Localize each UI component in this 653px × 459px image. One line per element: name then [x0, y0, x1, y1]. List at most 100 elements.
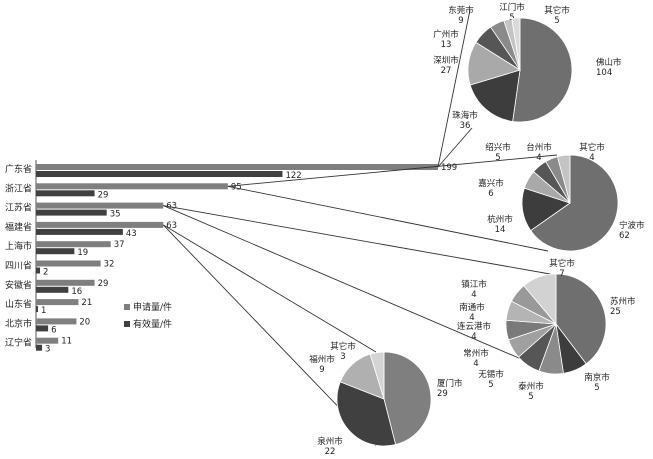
pie-value: 25 — [610, 307, 621, 317]
bar-apply-value: 95 — [231, 182, 242, 192]
pie-value: 4 — [589, 153, 594, 163]
pie-slice — [523, 273, 557, 326]
bar-valid-value: 35 — [110, 210, 121, 220]
bar-apply — [36, 337, 59, 344]
pie-value: 9 — [319, 365, 324, 375]
bar-valid — [36, 171, 283, 177]
pie-label: 苏州市 — [610, 296, 636, 307]
pie-value: 104 — [596, 68, 612, 78]
bar-apply — [36, 279, 95, 286]
pie-value: 4 — [473, 359, 478, 369]
bar-valid — [36, 209, 107, 216]
pie-value: 4 — [469, 313, 474, 323]
pie-value: 5 — [488, 380, 493, 390]
pie-value: 36 — [460, 121, 471, 131]
category-label: 广东省 — [5, 163, 32, 175]
legend-label: 申请量/件 — [133, 301, 172, 313]
pie-label: 江门市 — [499, 2, 525, 13]
pie-label: 其它市 — [549, 258, 575, 269]
bar-valid-value: 19 — [77, 248, 88, 258]
category-label: 山东省 — [5, 298, 32, 310]
category-label: 辽宁省 — [5, 337, 32, 349]
bar-apply-value: 37 — [114, 240, 125, 250]
bar-valid — [36, 325, 49, 332]
pie-value: 7 — [559, 269, 564, 279]
pie-value: 4 — [471, 290, 476, 300]
bar-valid — [36, 190, 95, 197]
pie-value: 5 — [554, 16, 559, 26]
bar-valid-value: 16 — [71, 287, 82, 297]
pie-label: 绍兴市 — [485, 142, 511, 153]
pie-value: 5 — [594, 383, 599, 393]
bar-valid-value: 2 — [43, 268, 48, 278]
pie-slice — [369, 351, 385, 400]
category-label: 四川省 — [5, 260, 32, 272]
pie-slice — [383, 351, 432, 446]
connector-line — [437, 9, 471, 168]
pie-label: 常州市 — [463, 348, 489, 359]
bar-apply — [36, 221, 164, 228]
pie-label: 连云港市 — [457, 321, 492, 332]
connector-line — [437, 127, 473, 168]
pie-label: 杭州市 — [487, 214, 513, 225]
bar-apply — [36, 318, 77, 325]
pie-label: 厦门市 — [437, 378, 463, 389]
pie-value: 5 — [495, 153, 500, 163]
pie-slice — [555, 273, 607, 365]
bar-apply — [36, 164, 438, 170]
pie-label: 其它市 — [330, 341, 356, 352]
bar-valid-value: 3 — [45, 345, 50, 355]
pie-label: 广州市 — [433, 29, 459, 40]
pie-label: 宁波市 — [619, 220, 645, 231]
pie-label: 无锡市 — [478, 369, 504, 380]
bar-valid-value: 122 — [285, 171, 301, 181]
bar-valid — [36, 306, 39, 313]
pie-label: 福州市 — [309, 354, 335, 365]
pie-value: 5 — [509, 13, 514, 23]
legend-label: 有效量/件 — [133, 318, 172, 330]
connector-line — [227, 185, 549, 252]
legend-swatch — [124, 321, 130, 327]
pie-value: 13 — [441, 40, 452, 50]
pie-value: 4 — [471, 332, 476, 342]
category-label: 江苏省 — [5, 202, 32, 214]
pie-label: 嘉兴市 — [478, 178, 504, 189]
bar-valid-value: 29 — [98, 190, 109, 200]
bar-apply — [36, 202, 164, 209]
pie-value: 5 — [528, 392, 533, 402]
pie-label: 其它市 — [579, 142, 605, 153]
bar-valid-value: 6 — [51, 325, 56, 335]
category-label: 上海市 — [5, 240, 32, 252]
pie-label: 镇江市 — [461, 279, 487, 290]
bar-apply — [36, 183, 228, 190]
pie-slice — [512, 17, 573, 123]
bar-valid — [36, 267, 41, 274]
pie-label: 南通市 — [459, 302, 485, 313]
pie-value: 27 — [441, 66, 452, 76]
pie-label: 泰州市 — [518, 381, 544, 392]
category-label: 安徽省 — [5, 279, 32, 291]
pie-value: 3 — [340, 352, 345, 362]
connector-line — [227, 154, 558, 187]
pie-value: 29 — [437, 389, 448, 399]
bar-apply-value: 21 — [81, 298, 92, 308]
bar-valid-value: 43 — [126, 229, 137, 239]
pie-label: 南京市 — [584, 372, 610, 383]
bar-apply — [36, 260, 101, 267]
pie-label: 佛山市 — [596, 57, 622, 68]
pie-value: 9 — [458, 16, 463, 26]
pie-slice — [530, 154, 619, 252]
connector-line — [163, 224, 377, 353]
category-label: 浙江省 — [5, 182, 32, 194]
bar-apply-value: 63 — [166, 221, 177, 231]
bar-valid — [36, 248, 75, 255]
pie-label: 泉州市 — [317, 436, 343, 447]
connector-line — [163, 205, 557, 375]
pie-value: 22 — [325, 447, 336, 457]
pie-label: 东莞市 — [448, 5, 474, 16]
bar-apply-value: 32 — [104, 260, 115, 270]
pie-slice — [511, 17, 521, 71]
bar-apply-value: 199 — [441, 163, 457, 173]
bar-apply-value: 63 — [166, 202, 177, 212]
